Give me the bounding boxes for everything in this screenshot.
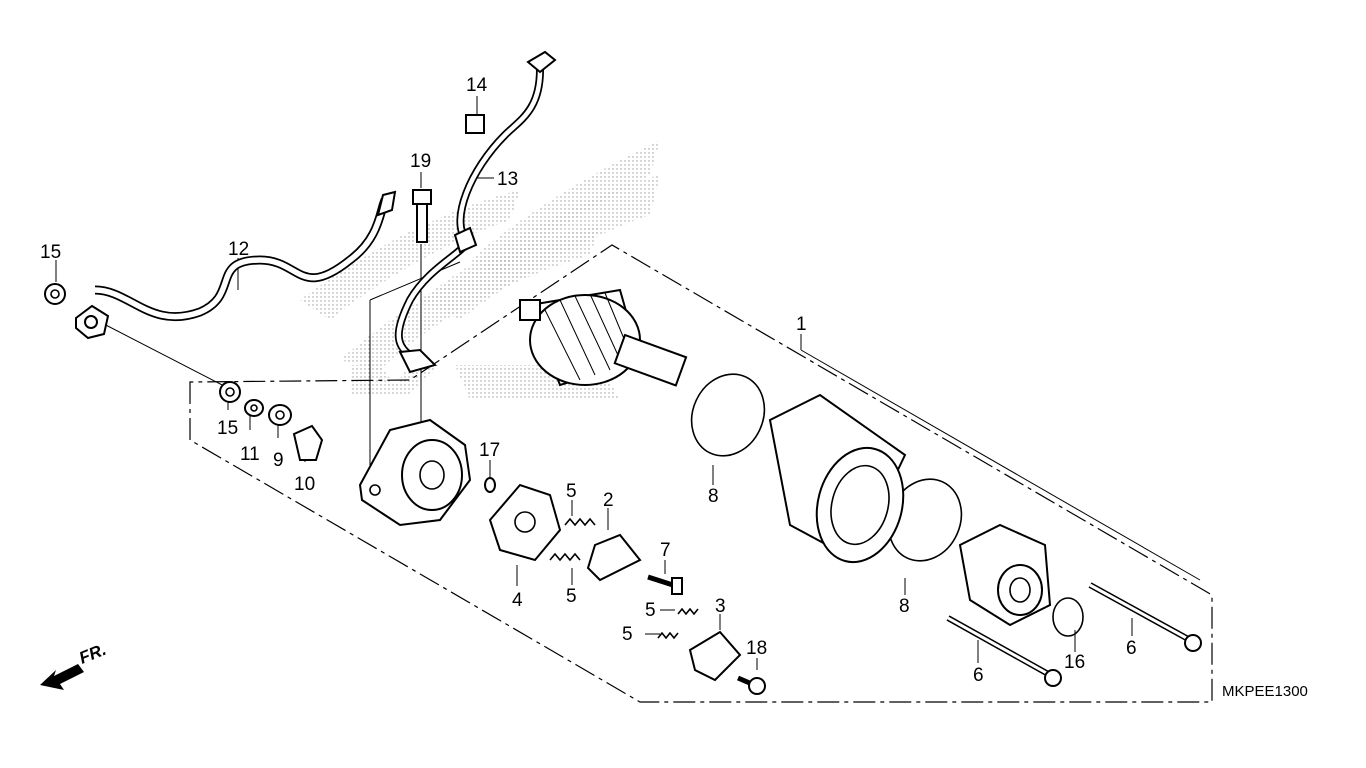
nut-15	[219, 381, 241, 403]
starter-cable-12	[75, 190, 397, 340]
callout-17: 17	[479, 440, 500, 461]
front-housing	[358, 418, 472, 527]
rear-cover	[958, 523, 1052, 627]
callout-14: 14	[466, 75, 488, 96]
terminal-10	[292, 424, 324, 461]
callout-18: 18	[746, 638, 767, 659]
callout-19: 19	[410, 151, 431, 172]
callout-7: 7	[660, 540, 671, 561]
armature	[519, 288, 688, 387]
front-direction-arrow: FR.	[40, 640, 109, 690]
screw-7	[647, 574, 683, 595]
callout-labels: 1 2 3 4 5 5 5 5 6 6 7 8 8 9 10 11 12 13 …	[40, 75, 1137, 686]
washer-11	[244, 399, 264, 417]
callout-13: 13	[497, 169, 518, 190]
callout-16: 16	[1064, 652, 1085, 673]
callout-10: 10	[294, 474, 315, 495]
bolt-6-upper	[1088, 582, 1202, 652]
yoke	[768, 393, 907, 564]
watermark-logo	[300, 140, 660, 400]
callout-5: 5	[566, 481, 577, 502]
callout-5: 5	[622, 624, 633, 645]
brush-holder-4	[488, 483, 562, 562]
fr-label: FR.	[76, 640, 109, 668]
diagram-code: MKPEE1300	[1222, 683, 1308, 700]
brush-2	[586, 533, 642, 582]
ground-cable-13	[394, 50, 557, 374]
screw-18	[737, 675, 766, 695]
nut-15-left	[44, 283, 66, 305]
callout-3: 3	[715, 596, 726, 617]
springs-5	[549, 517, 699, 640]
callout-6: 6	[1126, 638, 1137, 659]
callout-6: 6	[973, 665, 984, 686]
nut-9	[268, 404, 292, 426]
callout-5: 5	[566, 586, 577, 607]
assembly-outline	[189, 244, 1213, 703]
callout-12: 12	[228, 239, 249, 260]
callout-8: 8	[899, 596, 910, 617]
o-ring-16	[1052, 597, 1084, 637]
callout-8: 8	[708, 486, 719, 507]
bolt-19	[412, 189, 432, 243]
callout-5: 5	[645, 600, 656, 621]
callout-4: 4	[512, 590, 523, 611]
o-ring-8-upper	[690, 373, 766, 457]
callout-2: 2	[603, 490, 614, 511]
bolt-6-lower	[946, 615, 1062, 687]
brush-3	[688, 630, 742, 682]
leader-lines	[55, 96, 1201, 670]
callout-15: 15	[217, 418, 238, 439]
callout-15: 15	[40, 242, 61, 263]
callout-11: 11	[240, 444, 260, 465]
washer-17	[484, 477, 496, 493]
callout-9: 9	[273, 450, 284, 471]
callout-1: 1	[796, 314, 807, 335]
